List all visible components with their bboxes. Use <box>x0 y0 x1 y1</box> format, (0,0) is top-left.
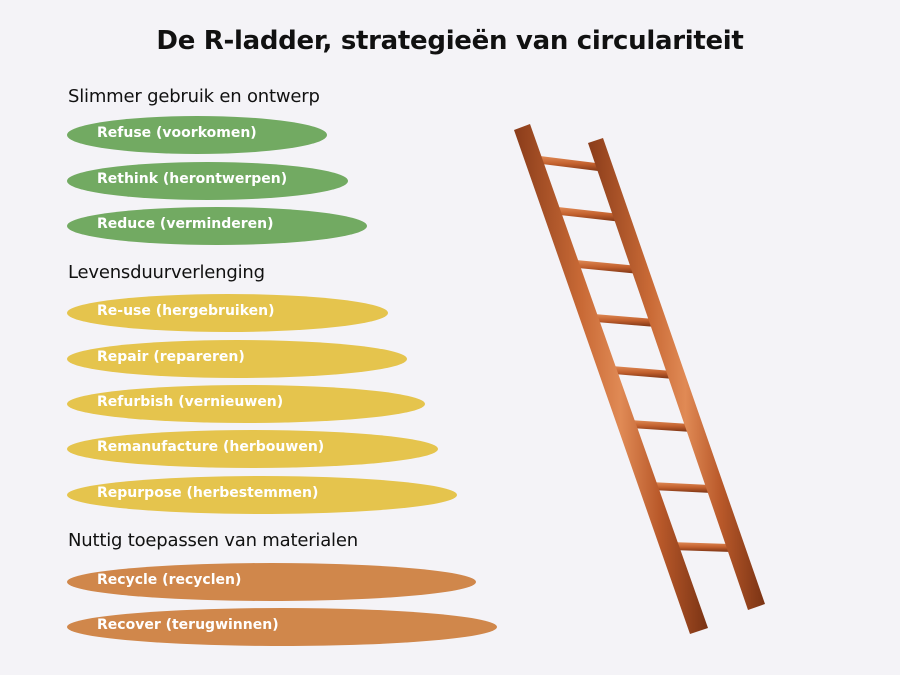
section-label-smarter-use: Slimmer gebruik en ontwerp <box>68 86 320 107</box>
ladder-rungs <box>540 156 732 552</box>
strategy-refuse: Refuse (voorkomen) <box>67 116 327 154</box>
ladder-left-rail <box>514 124 708 634</box>
strategy-remanufacture: Remanufacture (herbouwen) <box>67 430 438 468</box>
strategy-recover: Recover (terugwinnen) <box>67 608 497 646</box>
strategy-recycle: Recycle (recyclen) <box>67 563 476 601</box>
strategy-repair: Repair (repareren) <box>67 340 407 378</box>
strategy-refurbish: Refurbish (vernieuwen) <box>67 385 425 423</box>
section-label-life-extension: Levensduurverlenging <box>68 262 265 283</box>
strategy-reduce: Reduce (verminderen) <box>67 207 367 245</box>
ladder-right-rail <box>588 138 765 610</box>
strategy-repurpose: Repurpose (herbestemmen) <box>67 476 457 514</box>
strategy-rethink: Rethink (herontwerpen) <box>67 162 348 200</box>
section-label-material-use: Nuttig toepassen van materialen <box>68 530 358 551</box>
strategy-reuse: Re-use (hergebruiken) <box>67 294 388 332</box>
page-title: De R-ladder, strategieën van circularite… <box>156 26 744 56</box>
